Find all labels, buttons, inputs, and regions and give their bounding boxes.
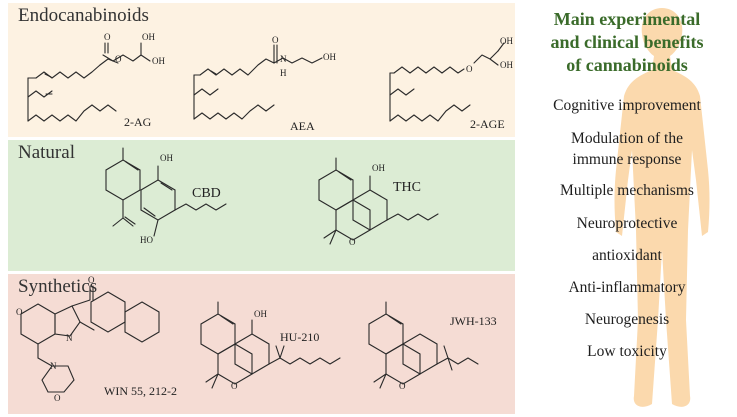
- 2-age-structure: [389, 42, 505, 122]
- atom-oh: OH: [323, 52, 336, 62]
- atom-o: O: [272, 35, 279, 45]
- benefit-item: Low toxicity: [587, 343, 667, 360]
- atom-o: O: [88, 275, 95, 285]
- natural-title: Natural: [18, 142, 75, 163]
- compound-label-cbd: CBD: [192, 186, 221, 201]
- atom-o: O: [115, 54, 122, 64]
- atom-oh: OH: [152, 56, 165, 66]
- atom-oh: OH: [372, 163, 385, 173]
- atom-o: O: [349, 237, 356, 247]
- endocannabinoids-panel: Endocanabinoids: [8, 3, 515, 137]
- benefits-title: Main experimental and clinical benefits …: [550, 9, 704, 75]
- 2-ag-structure: [27, 58, 119, 122]
- atom-oh: OH: [160, 153, 173, 163]
- 2-ag-glycerol: [102, 42, 151, 62]
- synthetic-structures: [20, 285, 479, 393]
- jwh-133-structure: [368, 301, 479, 389]
- natural-panel: Natural OH: [8, 140, 515, 271]
- endocannabinoid-structures: [27, 42, 505, 122]
- benefit-item: Neuroprotective: [576, 215, 678, 232]
- benefit-item: Anti-inflammatory: [568, 279, 686, 296]
- benefit-item: Neurogenesis: [584, 311, 670, 328]
- benefits-column: Main experimental and clinical benefits …: [522, 0, 737, 417]
- atom-h: H: [280, 68, 287, 78]
- aea-structure: [193, 44, 323, 120]
- compound-label-thc: THC: [393, 180, 421, 195]
- cbd-structure: [105, 147, 227, 237]
- atom-o: O: [399, 381, 406, 391]
- compound-label-jwh-133: JWH-133: [450, 314, 497, 328]
- atom-ho: HO: [140, 235, 153, 245]
- synthetics-panel: Synthetics: [8, 274, 515, 414]
- win-55-212-2-structure: [20, 285, 160, 393]
- human-silhouette-icon: [614, 8, 710, 407]
- atom-oh: OH: [254, 309, 267, 319]
- compound-label-2-age: 2-AGE: [470, 117, 505, 131]
- endocannabinoids-title: Endocanabinoids: [18, 5, 149, 26]
- atom-o: O: [104, 32, 111, 42]
- benefit-item: Modulation of the immune response: [571, 130, 683, 168]
- natural-structures: [105, 147, 439, 245]
- benefit-item: Multiple mechanisms: [560, 182, 694, 199]
- atom-oh: OH: [500, 60, 513, 70]
- atom-oh: OH: [142, 32, 155, 42]
- hu-210-structure: [200, 301, 341, 389]
- compound-label-hu-210: HU-210: [280, 330, 320, 344]
- benefit-item: Cognitive improvement: [553, 97, 701, 114]
- atom-o: O: [54, 393, 61, 403]
- synthetics-title: Synthetics: [18, 276, 98, 297]
- compound-label-win-55-212-2: WIN 55, 212-2: [104, 384, 177, 398]
- atom-n: N: [50, 361, 57, 371]
- thc-structure: [318, 157, 439, 245]
- atom-oh: OH: [500, 36, 513, 46]
- atom-o: O: [16, 307, 23, 317]
- compound-label-aea: AEA: [290, 119, 315, 133]
- compound-label-2-ag: 2-AG: [124, 115, 152, 129]
- atom-n: N: [66, 333, 73, 343]
- benefit-item: antioxidant: [592, 247, 662, 264]
- atom-n: N: [280, 54, 287, 64]
- atom-o: O: [466, 64, 473, 74]
- atom-o: O: [231, 381, 238, 391]
